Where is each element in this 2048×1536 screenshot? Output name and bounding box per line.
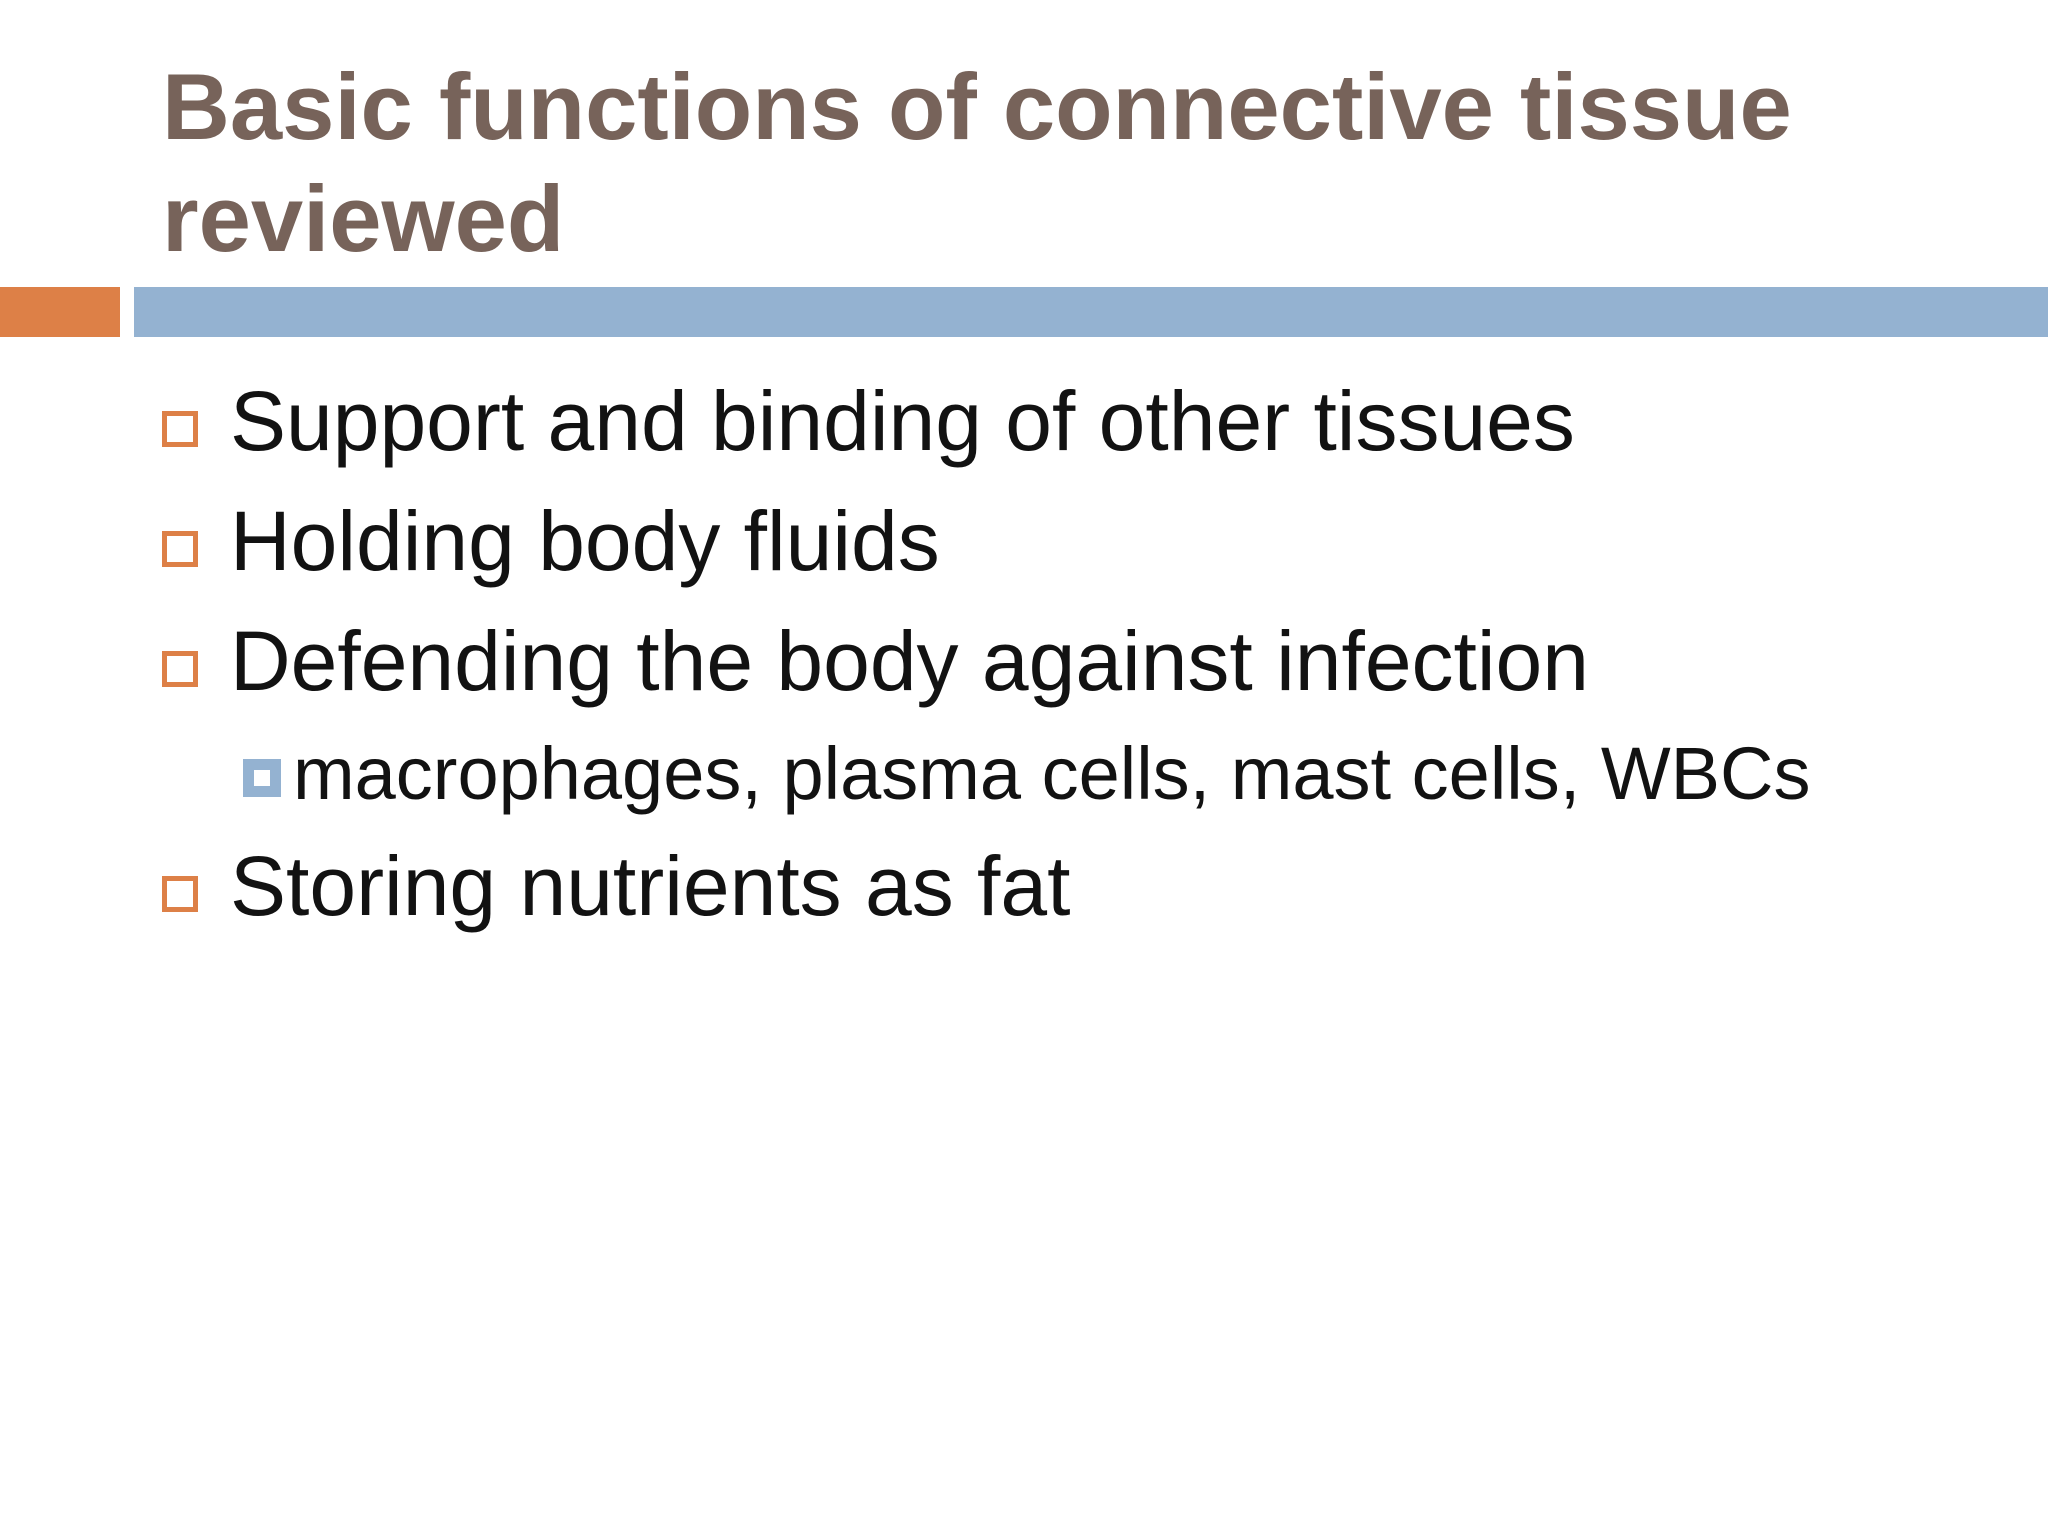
bullet-text: Storing nutrients as fat (230, 839, 1071, 933)
bullet-text: Holding body fluids (230, 494, 940, 588)
bullet-text: Defending the body against infection (230, 614, 1589, 708)
list-item: Defending the body against infection (162, 601, 1982, 721)
page-title: Basic functions of connective tissue rev… (162, 51, 1962, 275)
bullet-text: Support and binding of other tissues (230, 374, 1575, 468)
bullet-square-icon (162, 651, 198, 687)
list-item-sub: macrophages, plasma cells, mast cells, W… (162, 721, 1982, 826)
list-item: Holding body fluids (162, 481, 1982, 601)
title-line-2: reviewed (162, 166, 565, 271)
bullet-square-icon (162, 876, 198, 912)
blue-divider-bar (134, 287, 2048, 337)
bullet-list: Support and binding of other tissues Hol… (162, 361, 1982, 946)
title-line-1: Basic functions of connective tissue (162, 54, 1792, 159)
orange-accent-block (0, 287, 120, 337)
bullet-text: macrophages, plasma cells, mast cells, W… (293, 732, 1811, 815)
list-item: Storing nutrients as fat (162, 826, 1982, 946)
bullet-square-icon (162, 531, 198, 567)
bullet-square-icon (162, 411, 198, 447)
list-item: Support and binding of other tissues (162, 361, 1982, 481)
sub-bullet-square-icon (243, 759, 281, 797)
